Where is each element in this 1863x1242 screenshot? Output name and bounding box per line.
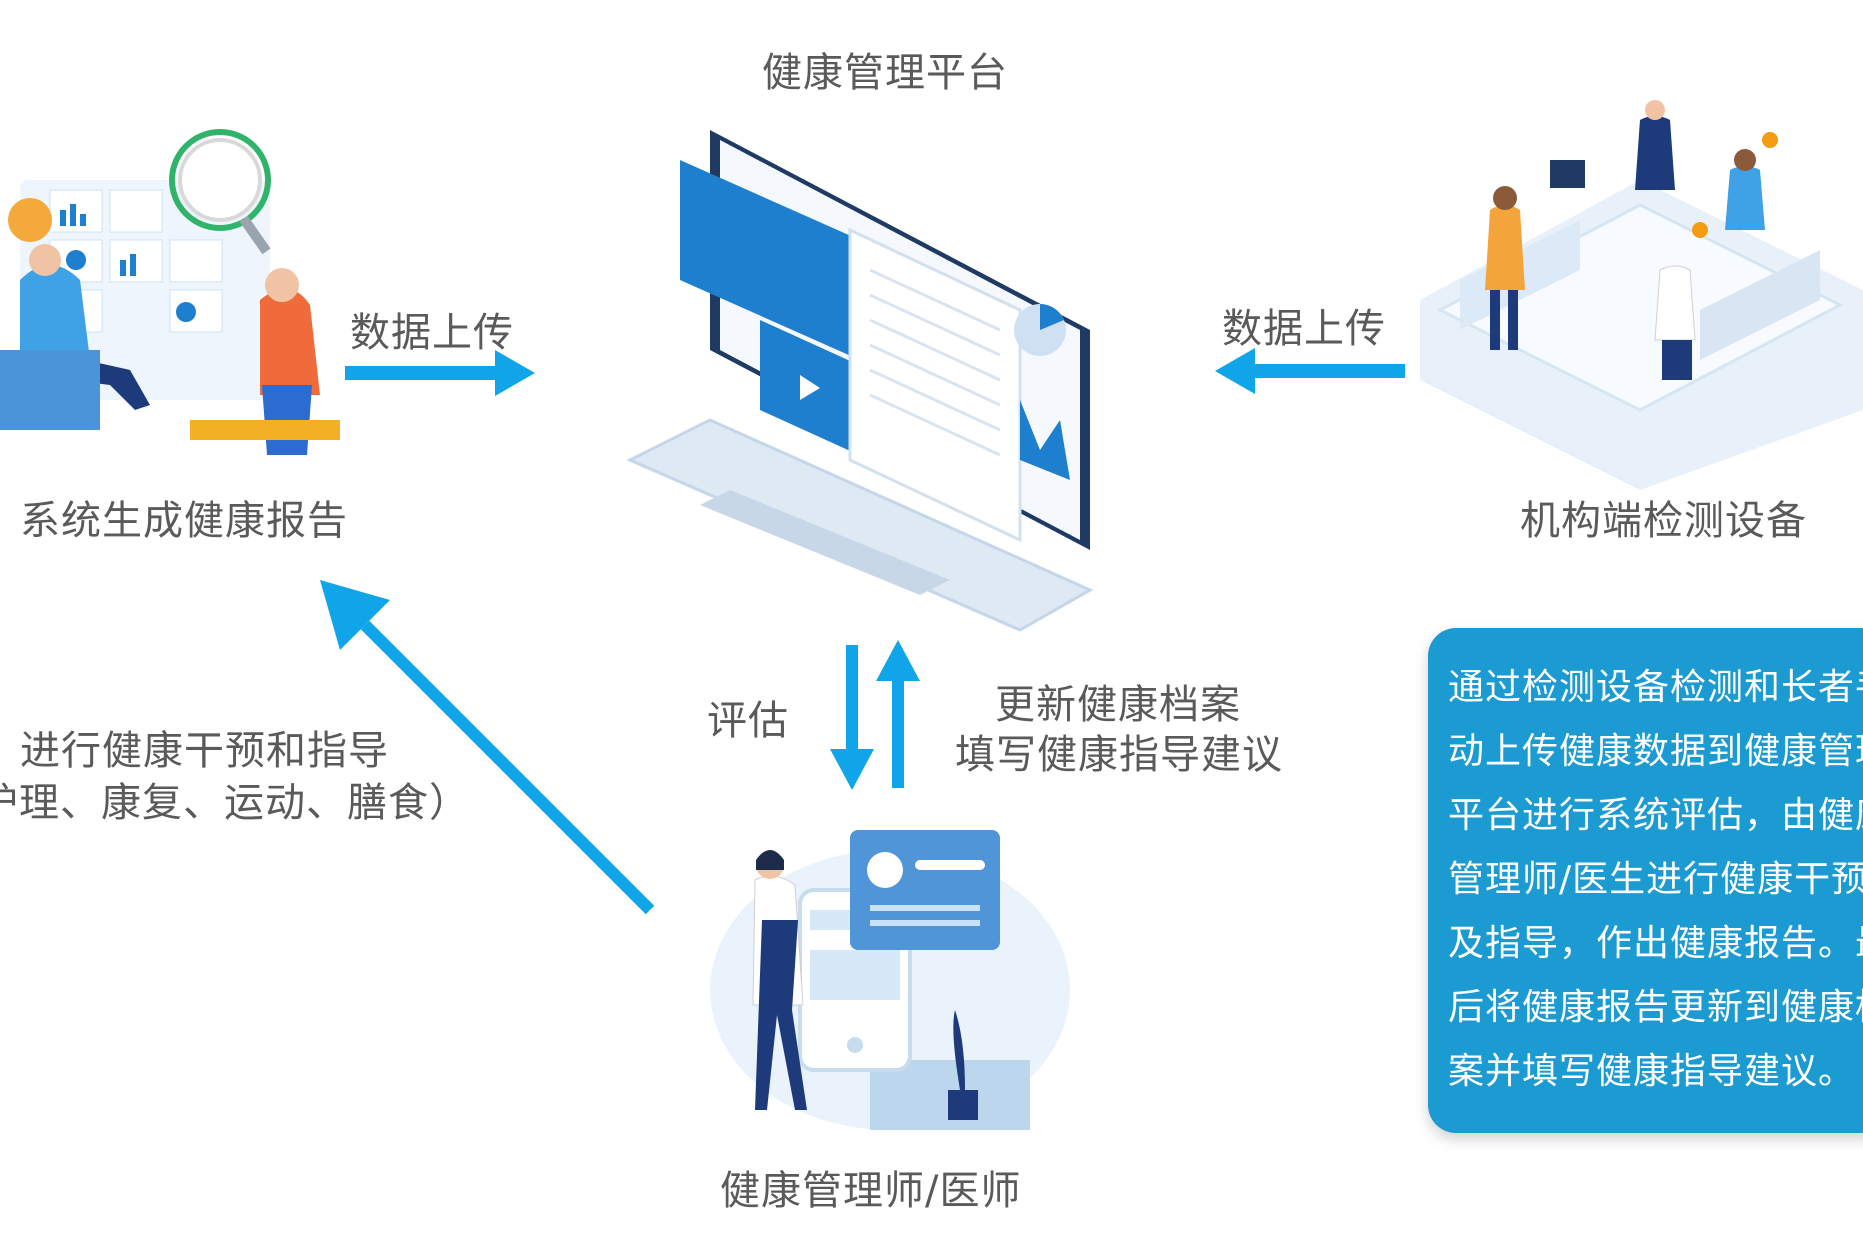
device-label: 机构端检测设备: [1520, 498, 1807, 544]
assess-arrow-down: [830, 645, 874, 790]
report-label: 系统生成健康报告: [20, 498, 348, 544]
upload-arrow-left: [345, 350, 535, 396]
info-line: 后将健康报告更新到健康档: [1448, 987, 1863, 1028]
info-box: 通过检测设备检测和长者手 动上传健康数据到健康管理 平台进行系统评估，由健康 管…: [1428, 628, 1863, 1133]
upload-label-left: 数据上传: [350, 310, 514, 356]
update-arrow-up: [876, 640, 920, 788]
intervene-label-line1: 进行健康干预和指导: [20, 728, 389, 774]
intervention-arrow: [320, 580, 655, 915]
doctor-label: 健康管理师/医师: [720, 1168, 1022, 1214]
assess-label: 评估: [707, 698, 789, 744]
info-line: 平台进行系统评估，由健康: [1448, 795, 1863, 836]
doctor-illustration: [710, 830, 1070, 1130]
upload-label-right: 数据上传: [1222, 306, 1386, 352]
info-line: 管理师/医生进行健康干预: [1448, 859, 1863, 900]
upload-arrow-right: [1215, 348, 1405, 394]
info-line: 动上传健康数据到健康管理: [1448, 731, 1863, 772]
update-label-line2: 填写健康指导建议: [955, 732, 1283, 778]
laptop-illustration: [626, 130, 1094, 632]
info-line: 通过检测设备检测和长者手: [1448, 667, 1863, 708]
clinic-people-illustration: [1420, 100, 1863, 490]
info-line: 及指导，作出健康报告。最: [1448, 923, 1863, 964]
intervene-label-line2: 护理、康复、运动、膳食）: [0, 780, 470, 826]
team-dashboard-illustration: [0, 129, 340, 455]
platform-title: 健康管理平台: [762, 50, 1008, 96]
update-label-line1: 更新健康档案: [995, 682, 1241, 728]
info-line: 案并填写健康指导建议。: [1448, 1051, 1856, 1092]
